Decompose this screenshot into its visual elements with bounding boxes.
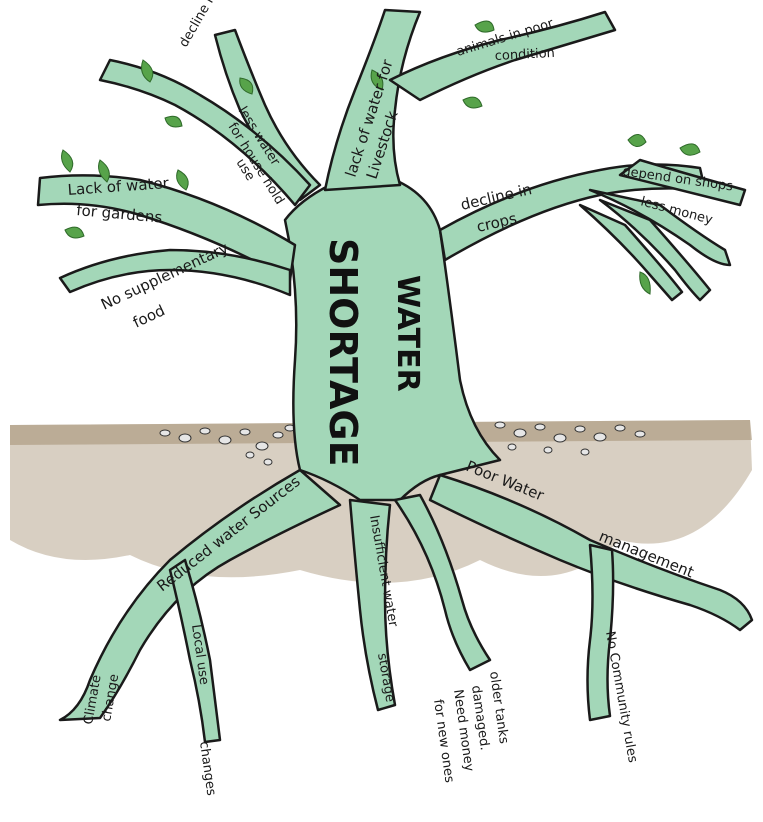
title-word-shortage: SHORTAGE xyxy=(321,238,365,467)
title-word-water: WATER xyxy=(390,275,425,392)
label-animals-line2: condition xyxy=(494,46,555,64)
label-older-tanks-line4: for new ones xyxy=(430,698,457,783)
label-no-supplementary-line2: food xyxy=(130,301,168,331)
label-local-use-changes-line2: changes xyxy=(196,740,218,796)
